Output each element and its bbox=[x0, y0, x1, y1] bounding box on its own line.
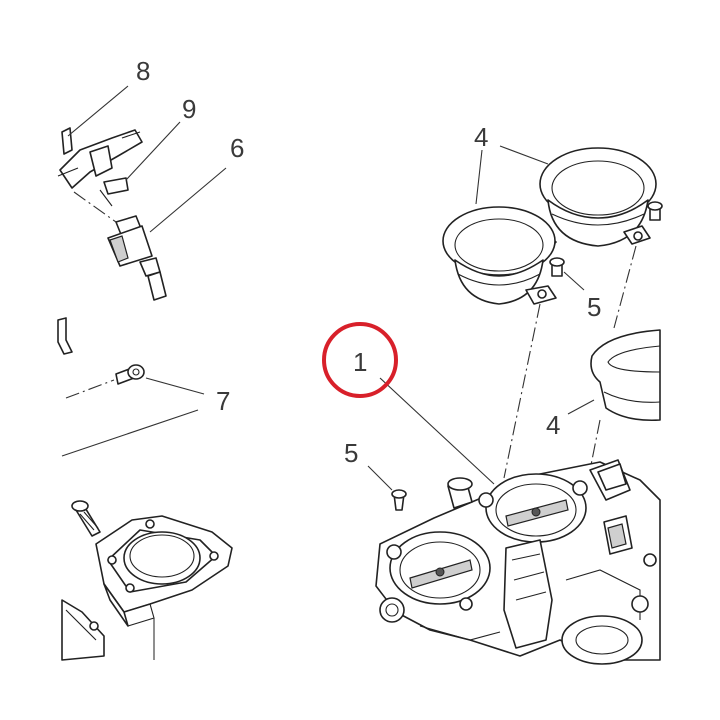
callout-9: 9 bbox=[182, 94, 196, 124]
alignment-line-2 bbox=[613, 245, 637, 329]
leader-line-5b bbox=[367, 465, 393, 491]
leader-line-7a bbox=[145, 377, 205, 395]
screw-5a bbox=[549, 257, 565, 277]
callout-1: 1 bbox=[353, 347, 367, 377]
axis-line-7 bbox=[65, 379, 115, 399]
leader-line-4-left bbox=[475, 149, 483, 205]
intake-funnel-1 bbox=[442, 206, 557, 305]
leader-line-5a bbox=[563, 271, 585, 291]
callout-4-right: 4 bbox=[546, 410, 560, 440]
bracket-stub bbox=[57, 317, 73, 355]
lower-left-part-edge bbox=[61, 599, 105, 661]
leader-line-7b bbox=[61, 409, 199, 457]
leader-line-1 bbox=[379, 377, 495, 485]
flange-plate bbox=[71, 500, 233, 660]
screw-7 bbox=[115, 364, 145, 385]
fuel-injector-assembly bbox=[57, 127, 167, 301]
leader-line-8 bbox=[67, 85, 129, 137]
alignment-line-1 bbox=[503, 303, 541, 479]
intake-funnel-2 bbox=[539, 147, 657, 247]
callout-6: 6 bbox=[230, 133, 244, 163]
alignment-line-3 bbox=[589, 419, 601, 471]
intake-funnel-3 bbox=[590, 329, 661, 422]
highlight-circle bbox=[322, 322, 398, 398]
callout-4-top: 4 bbox=[474, 122, 488, 152]
throttle-body-assembly bbox=[375, 459, 661, 665]
leader-line-4-right bbox=[499, 145, 549, 165]
leader-line-9 bbox=[125, 121, 181, 181]
leader-line-4-lower bbox=[567, 399, 595, 415]
callout-7: 7 bbox=[216, 386, 230, 416]
screw-5b bbox=[391, 489, 407, 511]
callout-5-right: 5 bbox=[587, 292, 601, 322]
callout-8: 8 bbox=[136, 56, 150, 86]
callout-5-left: 5 bbox=[344, 438, 358, 468]
leader-line-6 bbox=[149, 167, 227, 233]
screw-5c bbox=[647, 201, 663, 221]
